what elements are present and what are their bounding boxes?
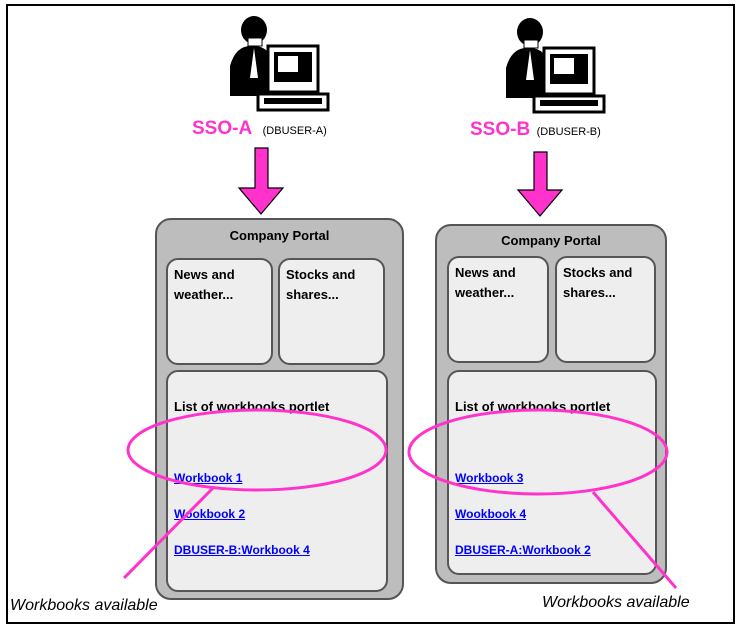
news-portlet: News and weather... xyxy=(447,256,549,363)
dbuser-label: (DBUSER-B) xyxy=(536,126,601,138)
workbook-link[interactable]: DBUSER-B:Workbook 4 xyxy=(174,543,310,557)
stocks-portlet: Stocks and shares... xyxy=(278,258,385,365)
workbook-link[interactable]: Wookbook 4 xyxy=(455,507,527,521)
stocks-portlet: Stocks and shares... xyxy=(555,256,656,363)
workbooks-portlet-title: List of workbooks portlet xyxy=(455,399,611,414)
sso-label: SSO-A xyxy=(192,118,253,139)
user-at-computer-icon xyxy=(506,18,606,114)
arrow-down-icon xyxy=(237,147,285,215)
workbooks-portlet: List of workbooks portlet Workbook 3 Woo… xyxy=(447,370,657,575)
portal-title: Company Portal xyxy=(229,228,330,243)
workbook-link[interactable]: DBUSER-A:Workbook 2 xyxy=(455,543,591,557)
portal-title: Company Portal xyxy=(501,233,601,248)
workbook-link[interactable]: Workbook 3 xyxy=(455,471,524,485)
company-portal: Company Portal News and weather... Stock… xyxy=(435,224,667,584)
company-portal: Company Portal News and weather... Stock… xyxy=(155,218,404,600)
workbooks-portlet-title: List of workbooks portlet xyxy=(174,399,330,414)
workbook-link[interactable]: Wookbook 2 xyxy=(174,507,246,521)
workbooks-available-caption: Workbooks available xyxy=(10,597,158,614)
workbook-link[interactable]: Workbook 1 xyxy=(174,471,243,485)
sso-label: SSO-B xyxy=(470,119,531,140)
news-portlet: News and weather... xyxy=(166,258,273,365)
arrow-down-icon xyxy=(516,151,564,217)
user-label-b: SSO-B (DBUSER-B) xyxy=(470,119,601,141)
workbooks-portlet: List of workbooks portlet Workbook 1 Woo… xyxy=(166,370,388,592)
user-label-a: SSO-A (DBUSER-A) xyxy=(192,118,327,140)
user-at-computer-icon xyxy=(230,16,330,112)
dbuser-label: (DBUSER-A) xyxy=(262,125,327,137)
workbooks-available-caption: Workbooks available xyxy=(542,594,690,611)
